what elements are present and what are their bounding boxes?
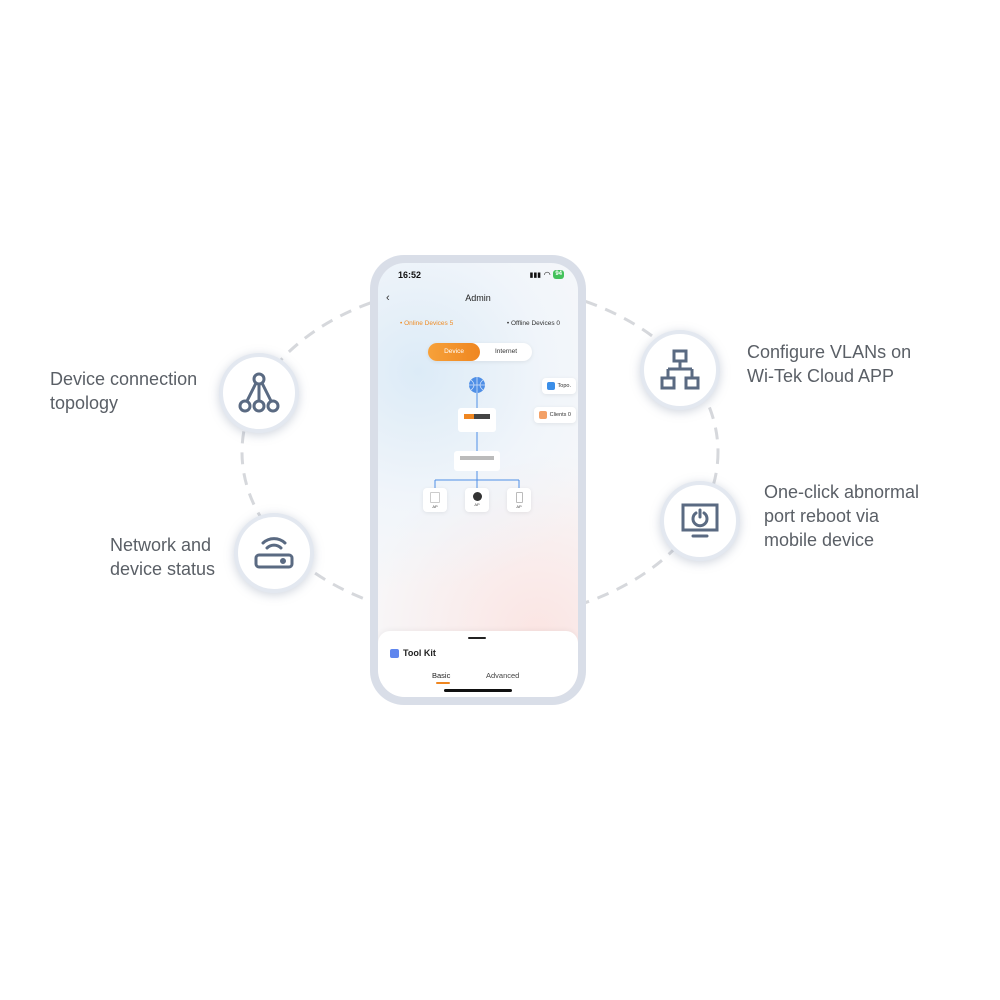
clients-label: Clients 0: [549, 412, 571, 418]
online-devices-tab[interactable]: • Online Devices 5: [400, 320, 454, 327]
ap-card[interactable]: AP: [423, 488, 447, 512]
page-title: Admin: [465, 293, 491, 303]
topology-small-icon: [546, 382, 555, 390]
active-tab-indicator: [436, 682, 450, 684]
topo-label: Topo.: [557, 383, 571, 389]
clients-button[interactable]: Clients 0: [533, 407, 576, 423]
feature-label-status: Network and device status: [110, 535, 216, 579]
clients-icon: [538, 411, 547, 419]
network-tree-icon: [660, 349, 700, 390]
toolkit-icon: [390, 649, 399, 658]
ap-label: AP: [474, 502, 480, 507]
topology-diagram: [434, 377, 520, 488]
feature-label-vlan: Configure VLANs on Wi-Tek Cloud APP: [747, 342, 912, 386]
status-badge: [234, 513, 314, 593]
reboot-badge: [660, 481, 740, 561]
ap-icon: [515, 492, 523, 503]
vlan-badge: [640, 330, 720, 410]
tab-advanced[interactable]: Advanced: [486, 671, 520, 680]
ap-icon: [430, 492, 440, 503]
topo-button[interactable]: Topo.: [541, 378, 576, 394]
toolkit-title: Tool Kit: [403, 648, 436, 658]
battery-icon: 94: [553, 270, 564, 279]
gateway-device: [458, 408, 496, 432]
status-time: 16:52: [398, 270, 422, 280]
wifi-icon: ◠: [544, 270, 551, 279]
feature-label-reboot: One-click abnormal port reboot via mobil…: [764, 482, 920, 550]
topology-icon: [238, 372, 280, 413]
signal-icon: ▮▮▮: [529, 271, 542, 279]
status-icons: ▮▮▮ ◠ 94: [530, 270, 564, 279]
dome-camera-icon: [472, 492, 482, 501]
drag-handle[interactable]: [468, 637, 486, 639]
status-bar: 16:52 ▮▮▮ ◠ 94: [378, 269, 578, 283]
segment-device[interactable]: Device: [428, 343, 480, 361]
ap-card[interactable]: AP: [465, 488, 489, 512]
segment-internet[interactable]: Internet: [494, 348, 518, 355]
ap-label: AP: [432, 504, 438, 509]
toolkit-panel: Tool Kit Basic Advanced: [378, 631, 578, 697]
ap-card[interactable]: AP: [507, 488, 531, 512]
router-wifi-icon: [254, 537, 294, 569]
topology-badge: [219, 353, 299, 433]
phone-frame: 16:52 ▮▮▮ ◠ 94 ‹ Admin • Online Devices …: [370, 255, 586, 705]
tab-basic[interactable]: Basic: [432, 671, 451, 680]
offline-devices-tab[interactable]: • Offline Devices 0: [506, 320, 560, 327]
monitor-power-icon: [681, 503, 719, 538]
view-segmented-control: Device Internet: [428, 343, 532, 361]
back-icon[interactable]: ‹: [386, 292, 390, 304]
switch-device: [454, 451, 500, 471]
phone-screen: 16:52 ▮▮▮ ◠ 94 ‹ Admin • Online Devices …: [378, 263, 578, 697]
feature-label-topology: Device connection topology: [50, 369, 198, 413]
home-indicator: [444, 689, 512, 692]
ap-label: AP: [516, 504, 522, 509]
